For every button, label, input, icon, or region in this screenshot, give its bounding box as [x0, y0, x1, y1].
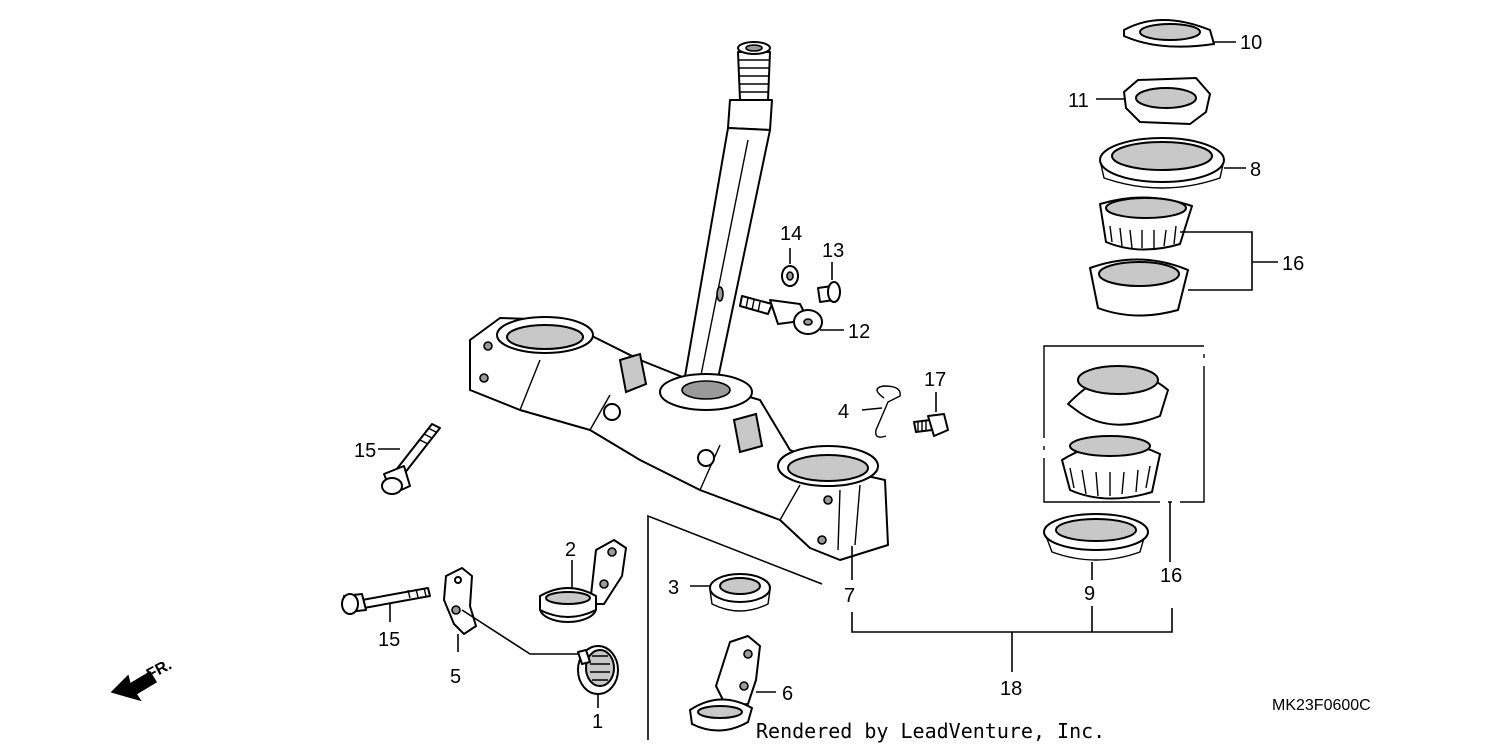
- callout-5: 5: [450, 666, 461, 688]
- thrust-washer-10: [1123, 19, 1236, 48]
- steering-stem-shaft: [683, 41, 773, 389]
- diagram-code: MK23F0600C: [1272, 697, 1371, 714]
- credit-text: Rendered by LeadVenture, Inc.: [756, 719, 1105, 743]
- callout-15-upper: 15: [354, 440, 376, 462]
- callout-9: 9: [1084, 583, 1095, 605]
- bolt-15-upper: [378, 423, 441, 495]
- inset-panel: [647, 514, 823, 740]
- callout-4: 4: [838, 401, 849, 423]
- callout-14: 14: [780, 223, 802, 245]
- callout-8: 8: [1250, 159, 1261, 181]
- callout-11: 11: [1068, 90, 1089, 112]
- assembly-bracket-18: [851, 546, 1173, 672]
- bolt-13: [817, 262, 841, 303]
- lock-nut-11: [1096, 77, 1211, 125]
- callout-17: 17: [924, 369, 946, 391]
- bearing-upper-16: [1089, 196, 1278, 317]
- callout-labels: 10 11 8 16 14 13 12 17 4 15 2 3 7 9 16 1…: [354, 32, 1304, 733]
- callout-16-upper: 16: [1282, 253, 1304, 275]
- lower-bearing-box: [1043, 345, 1205, 503]
- dust-seal-9: [1043, 513, 1149, 580]
- dust-seal-8: [1099, 137, 1246, 189]
- bolt-17: [913, 392, 949, 437]
- callout-2: 2: [565, 539, 576, 561]
- bracket-6: [689, 635, 776, 732]
- steering-stem-bridge: [469, 316, 889, 561]
- reflector-1: [577, 645, 619, 708]
- bolt-15-lower: [341, 587, 431, 622]
- callout-3: 3: [668, 577, 679, 599]
- callout-16-lower: 16: [1160, 565, 1182, 587]
- callout-10: 10: [1240, 32, 1262, 54]
- grommet-3: [690, 573, 771, 612]
- bracket-5: [443, 567, 580, 655]
- callout-18: 18: [1000, 678, 1022, 700]
- callout-6: 6: [782, 683, 793, 705]
- callout-13: 13: [822, 240, 844, 262]
- clamp-2: [539, 539, 627, 623]
- pinch-bolt-12: [739, 295, 844, 335]
- clip-4: [861, 385, 901, 438]
- washer-14: [781, 248, 799, 287]
- callout-15-lower: 15: [378, 629, 400, 651]
- callout-12: 12: [848, 321, 870, 343]
- callout-1: 1: [592, 711, 603, 733]
- callout-7: 7: [844, 585, 855, 607]
- front-direction-arrow: FR.: [110, 656, 175, 702]
